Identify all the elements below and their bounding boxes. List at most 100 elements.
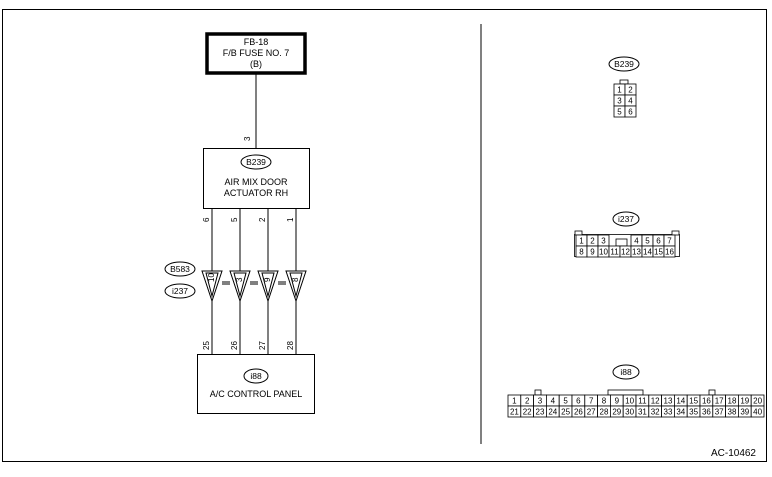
pin-number: 5 (563, 397, 568, 406)
pin-number: 22 (523, 408, 532, 417)
connector-lock-tab (671, 230, 680, 236)
outer-frame (2, 9, 767, 462)
connector-key (615, 238, 628, 247)
pin-number: 3 (538, 397, 543, 406)
pin-number: 32 (651, 408, 660, 417)
pin-number: 12 (621, 248, 630, 257)
pin-number: 5 (617, 108, 622, 117)
b239-view-oval (608, 56, 640, 72)
pin-number: 6 (628, 108, 633, 117)
b239-view-label: B239 (614, 59, 634, 69)
wire-number-panel: 26 (230, 341, 239, 350)
pin-number: 30 (625, 408, 634, 417)
pin-number: 2 (628, 86, 633, 95)
pin-number: 4 (551, 397, 556, 406)
i88-view-oval (612, 364, 640, 380)
junction-triangle-inner (233, 272, 247, 298)
actuator-name-line1: AIR MIX DOOR (224, 177, 288, 187)
connector-lock-tab (708, 389, 716, 396)
pin-number: 39 (740, 408, 749, 417)
pin-number: 2 (590, 237, 595, 246)
wire-number-panel: 25 (202, 341, 211, 350)
pin-cell (624, 105, 637, 118)
pin-number: 8 (602, 397, 607, 406)
i237-view-oval (612, 211, 640, 227)
pin-number: 11 (610, 248, 619, 257)
junction-pin-number: 9 (263, 277, 272, 282)
pin-number: 25 (561, 408, 570, 417)
junction-connector-lower: i237 (172, 286, 188, 296)
pin-number: 11 (638, 397, 647, 406)
pin-number: 36 (702, 408, 711, 417)
pin-number: 3 (617, 97, 622, 106)
actuator-connector-oval (240, 154, 272, 170)
pin-number: 23 (536, 408, 545, 417)
junction-pin-number: 10 (207, 273, 216, 282)
pin-number: 21 (510, 408, 519, 417)
pin-number: 1 (617, 86, 622, 95)
pin-number: 40 (753, 408, 762, 417)
pin-number: 18 (728, 397, 737, 406)
wire-number-actuator: 1 (286, 217, 295, 222)
control-panel-frame (197, 354, 315, 414)
connector-lock-tab (574, 230, 583, 236)
panel-connector-id: i88 (250, 371, 262, 381)
supply-wire-number: 3 (243, 136, 252, 141)
pin-number: 27 (587, 408, 596, 417)
pin-number: 7 (667, 237, 672, 246)
fuse-name: FB-18 (244, 37, 269, 47)
panel-name: A/C CONTROL PANEL (210, 389, 303, 399)
pin-number: 14 (676, 397, 685, 406)
figure-reference: AC-10462 (711, 448, 756, 459)
pin-number: 8 (579, 248, 584, 257)
pin-number: 19 (740, 397, 749, 406)
junction-triangle-inner (261, 272, 275, 298)
pin-number: 33 (664, 408, 673, 417)
pin-cell (750, 405, 765, 418)
i88-view-label: i88 (620, 367, 632, 377)
pin-number: 28 (600, 408, 609, 417)
pin-number: 16 (702, 397, 711, 406)
pin-number: 7 (589, 397, 594, 406)
pin-number: 13 (664, 397, 673, 406)
wire-number-panel: 27 (258, 341, 267, 350)
i237-view-label: i237 (618, 214, 634, 224)
pin-number: 6 (656, 237, 661, 246)
junction-pin-number: 3 (235, 277, 244, 282)
fuse-label: F/B FUSE NO. 7 (223, 48, 290, 58)
junction-triangle-inner (205, 272, 219, 298)
pin-number: 3 (601, 237, 606, 246)
actuator-name-line2: ACTUATOR RH (224, 188, 288, 198)
pin-number: 17 (715, 397, 724, 406)
wire-number-actuator: 6 (202, 217, 211, 222)
pin-number: 12 (651, 397, 660, 406)
pin-number: 9 (615, 397, 620, 406)
pin-number: 10 (599, 248, 608, 257)
panel-connector-oval (243, 368, 269, 384)
wire-number-panel: 28 (286, 341, 295, 350)
pin-number: 29 (612, 408, 621, 417)
control-panel-box: i88 A/C CONTROL PANEL (197, 354, 315, 414)
pin-number: 16 (665, 248, 674, 257)
junction-connector-lower-oval (164, 283, 196, 299)
pin-number: 1 (512, 397, 517, 406)
pin-number: 6 (576, 397, 581, 406)
pin-number: 2 (525, 397, 530, 406)
actuator-box: B239 AIR MIX DOOR ACTUATOR RH (203, 148, 310, 209)
pin-number: 38 (728, 408, 737, 417)
junction-pin-number: 8 (291, 277, 300, 282)
pin-number: 26 (574, 408, 583, 417)
pin-number: 10 (625, 397, 634, 406)
pin-number: 20 (753, 397, 762, 406)
pin-number: 13 (632, 248, 641, 257)
fuse-circuit: (B) (250, 59, 262, 69)
junction-connector-upper-oval (164, 261, 196, 277)
pin-number: 4 (628, 97, 633, 106)
